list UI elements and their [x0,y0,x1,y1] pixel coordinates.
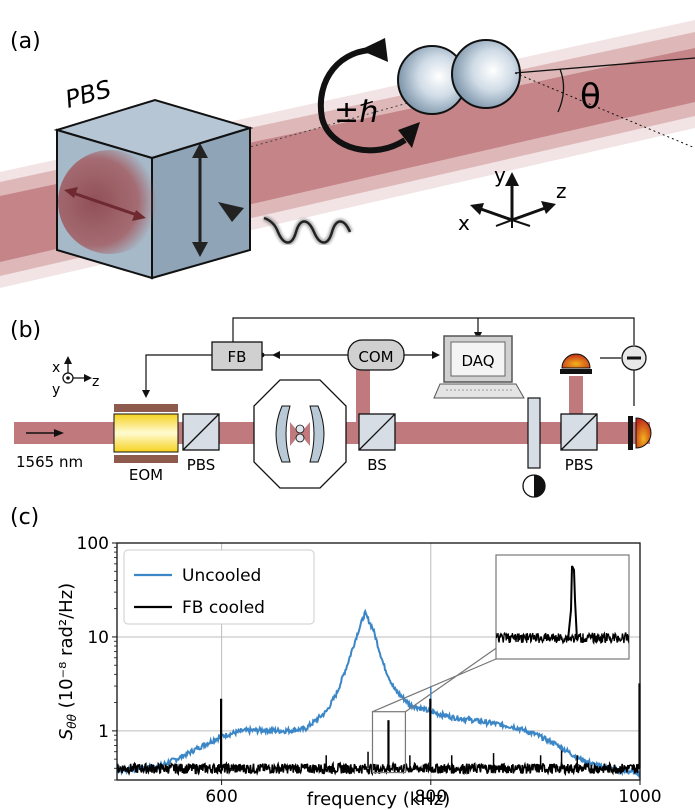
pbs-label-a: PBS [62,75,114,114]
photodetector-top-icon [560,353,592,374]
uncooled-series-line [117,608,640,779]
inset-series-line [496,631,629,645]
x-tick-label: 1000 [618,787,661,807]
pbs-1 [182,413,220,451]
panel-c-label: (c) [10,505,39,530]
com-beam [356,368,370,424]
photon-wave-icon [218,202,353,246]
daq-label: DAQ [461,352,494,370]
pbs-2 [560,413,598,451]
legend-entry: Uncooled [182,566,261,586]
pbs1-label: PBS [187,456,216,474]
detector-beam [569,376,583,424]
legend-entry: FB cooled [182,598,265,618]
zoom-connector [372,658,497,713]
particle-axis-line [514,57,695,74]
zoom-box [371,711,407,774]
panel-b-label: (b) [10,318,41,343]
fb-box [211,341,263,371]
theta-arc [557,68,565,113]
pbs-cube [53,98,254,280]
coordinate-axes-b [62,356,92,384]
axis-z-label-b: z [92,374,99,390]
dumbbell-particle [397,39,521,115]
photodetector-right-icon [628,416,652,450]
inset-peak [567,565,578,641]
coordinate-axes-a [470,172,556,228]
axis-x-label-b: x [52,360,60,376]
y-tick-label: 10 [87,628,109,648]
fb-label: FB [228,348,247,366]
axis-y-label-b: y [52,382,60,398]
axis-x-label-a: x [458,211,470,235]
x-tick-label: 600 [205,787,237,807]
y-tick-label: 1 [98,722,109,742]
axis-y-label-a: y [494,163,506,187]
panel-a-label: (a) [10,29,41,54]
com-box [347,339,405,371]
x-tick-label: 800 [415,787,447,807]
y-axis-label: Sθθ (10⁻⁸ rad²/Hz) [56,583,79,740]
eom [113,404,179,463]
waveplate [522,397,546,498]
eom-label: EOM [129,466,163,484]
rotation-arrows-icon [317,38,420,154]
y-tick-label: 100 [77,534,109,554]
daq-computer-icon [433,335,525,399]
wavelength-label: 1565 nm [16,453,83,471]
vacuum-chamber [253,379,347,489]
plot-frame [116,542,641,781]
fb-cooled-series-line [117,760,640,777]
x-axis-label: frequency (kHz) [307,789,450,810]
legend: Uncooled FB cooled [123,549,315,625]
com-label: COM [358,348,393,366]
axis-z-label-a: z [556,179,567,203]
spectrum-chart: 600 800 1000 1 10 100 frequency (kHz) Sθθ (10⁻⁸… [56,534,662,810]
legend-box [123,549,315,625]
beam-splitter [358,413,396,451]
hbar-label: ±ℏ [334,95,378,130]
bs-label: BS [367,456,387,474]
pbs2-label: PBS [565,456,594,474]
theta-label: θ [580,77,601,117]
